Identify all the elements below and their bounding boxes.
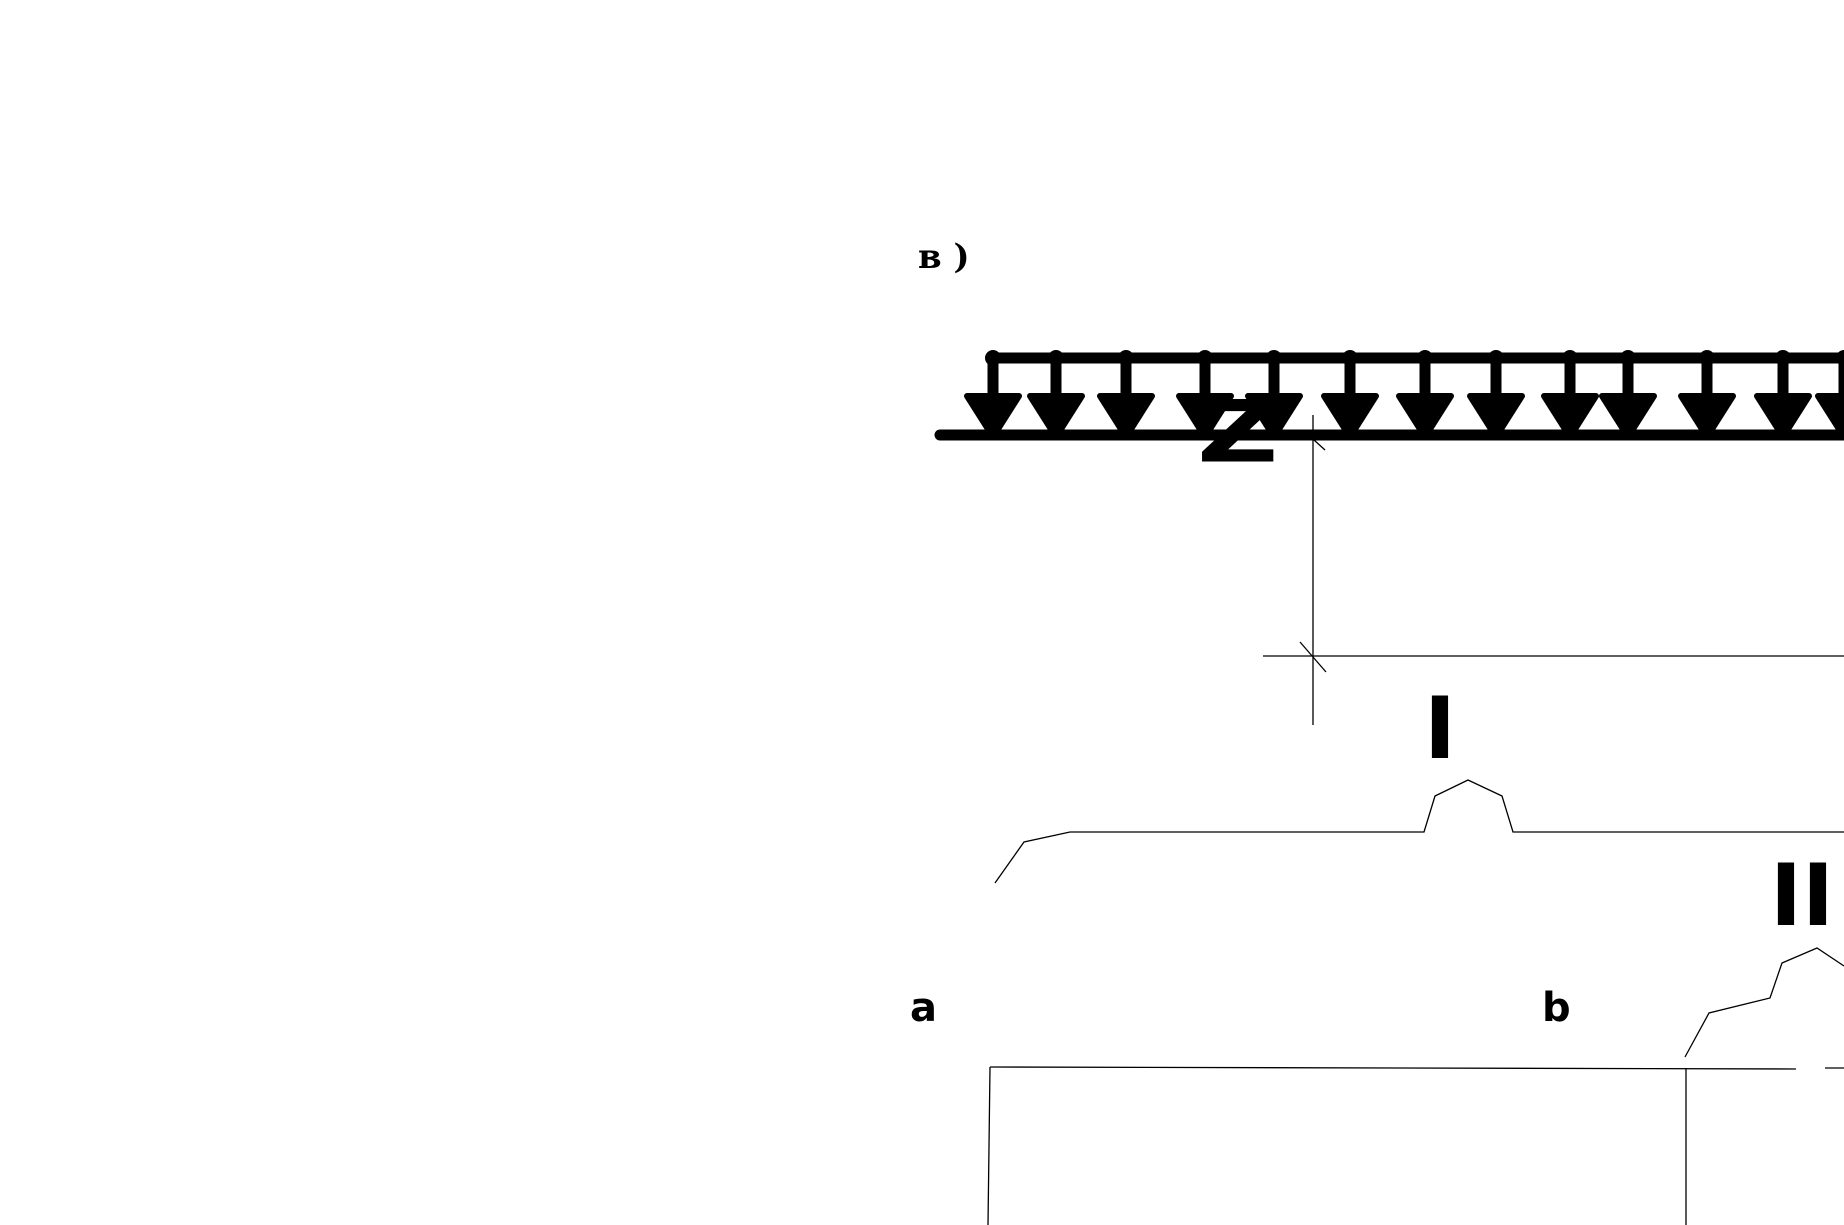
arrow-head (1678, 393, 1736, 440)
load-arrow (1678, 350, 1736, 440)
load-arrow (1027, 350, 1085, 440)
arrow-cap (1775, 350, 1791, 366)
load-arrow (1467, 350, 1525, 440)
arrow-cap (1417, 350, 1433, 366)
distributed-load (934, 350, 1844, 441)
arrow-head (1321, 393, 1379, 440)
arrow-head (1396, 393, 1454, 440)
arrow-head (1599, 393, 1657, 440)
load-arrow (1097, 350, 1155, 440)
arrow-head (1467, 393, 1525, 440)
arrow-head (1815, 393, 1844, 440)
arrow-cap (1048, 350, 1064, 366)
lower-frame (987, 1066, 1844, 1225)
arrow-head (1541, 393, 1599, 440)
dimension-label-z: Z (1197, 382, 1278, 483)
arrow-head (1754, 393, 1812, 440)
arrow-cap (1266, 350, 1282, 366)
arrow-cap (1620, 350, 1636, 366)
load-arrow (1245, 350, 1303, 440)
dimension-tick-bottom (1299, 641, 1327, 673)
arrow-cap (1342, 350, 1358, 366)
arrow-head (1176, 393, 1234, 440)
load-arrows (964, 350, 1844, 440)
point-label-b: b (1542, 985, 1571, 1031)
span-label-1: I (1424, 679, 1456, 779)
arrow-cap (1836, 350, 1844, 366)
arrow-cap (1118, 350, 1134, 366)
arrow-cap (1562, 350, 1578, 366)
load-arrow (1396, 350, 1454, 440)
load-arrow (1321, 350, 1379, 440)
arrow-cap (1197, 350, 1213, 366)
arrow-head (1027, 393, 1085, 440)
dimension-tick-top (1302, 429, 1326, 451)
load-arrow (1815, 350, 1844, 440)
arrow-cap (985, 350, 1001, 366)
arrow-head (1245, 393, 1303, 440)
brace-span-2 (1684, 947, 1844, 1058)
load-arrow (1599, 350, 1657, 440)
brace-span-1 (994, 779, 1844, 884)
frame-left-line (987, 1066, 991, 1225)
arrow-cap (1488, 350, 1504, 366)
span-label-2: II (1770, 846, 1834, 946)
arrow-cap (1699, 350, 1715, 366)
arrow-head (1097, 393, 1155, 440)
frame-top-line (989, 1066, 1797, 1070)
load-arrow (1754, 350, 1812, 440)
dimension-lines (1263, 415, 1844, 725)
load-arrow (1176, 350, 1234, 440)
panel-label: в ) (918, 237, 970, 277)
load-arrow (1541, 350, 1599, 440)
arrow-head (964, 393, 1022, 440)
point-label-a: a (910, 985, 937, 1031)
load-arrow (964, 350, 1022, 440)
